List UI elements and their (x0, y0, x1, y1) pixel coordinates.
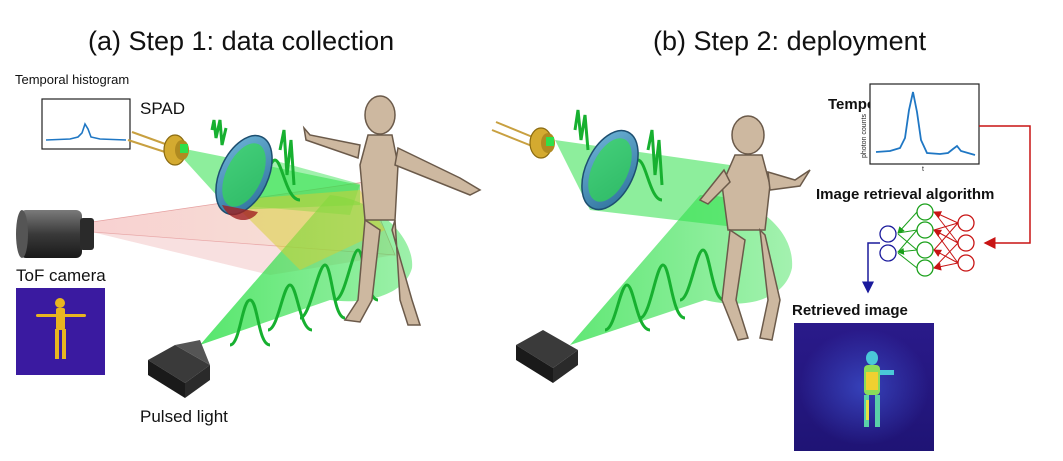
lens-red-edge (222, 205, 258, 221)
neural-network (879, 203, 975, 277)
panel-a: (a) Step 1: data collection Temporal his… (15, 26, 482, 426)
panel-a-histogram-curve (45, 122, 127, 141)
panel-b-y-axis-label: photon counts (861, 114, 868, 158)
panel-b-x-axis-label: t (922, 166, 924, 173)
retrieved-image-figure (864, 351, 894, 427)
spad-detector (127, 131, 189, 166)
overlap-region (230, 190, 385, 270)
mannequin-a (302, 95, 482, 326)
tof-camera (16, 210, 94, 258)
panel-b: (b) Step 2: deployment (491, 26, 1031, 451)
pulsed-light-label: Pulsed light (140, 407, 228, 426)
pulsed-light-source (148, 340, 210, 398)
mannequin-b (698, 115, 811, 341)
panel-b-title: (b) Step 2: deployment (653, 26, 927, 56)
panel-a-title: (a) Step 1: data collection (88, 26, 394, 56)
network-red-edges (933, 211, 959, 271)
retrieved-image-label: Retrieved image (792, 302, 908, 319)
network-green-edges (897, 211, 918, 269)
algorithm-label: Image retrieval algorithm (816, 186, 994, 203)
histogram-to-network-arrow (979, 125, 1031, 249)
panel-a-histogram-frame (41, 98, 131, 150)
pulsed-light-beam-b (570, 195, 793, 345)
network-output-layer (879, 225, 897, 262)
spad-label: SPAD (140, 99, 185, 118)
tof-image-figure (36, 298, 86, 359)
network-input-layer (957, 214, 975, 272)
panel-a-histogram-label: Temporal histogram (15, 72, 129, 87)
tof-camera-label: ToF camera (16, 266, 106, 285)
panel-b-histogram-curve (875, 91, 976, 156)
network-to-image-arrow (862, 242, 880, 294)
spad-detector-b (491, 121, 555, 159)
pulsed-light-source-b (516, 330, 578, 383)
lens-inner (222, 143, 266, 207)
lens-b-inner (588, 138, 632, 202)
network-hidden-layer (916, 203, 934, 277)
